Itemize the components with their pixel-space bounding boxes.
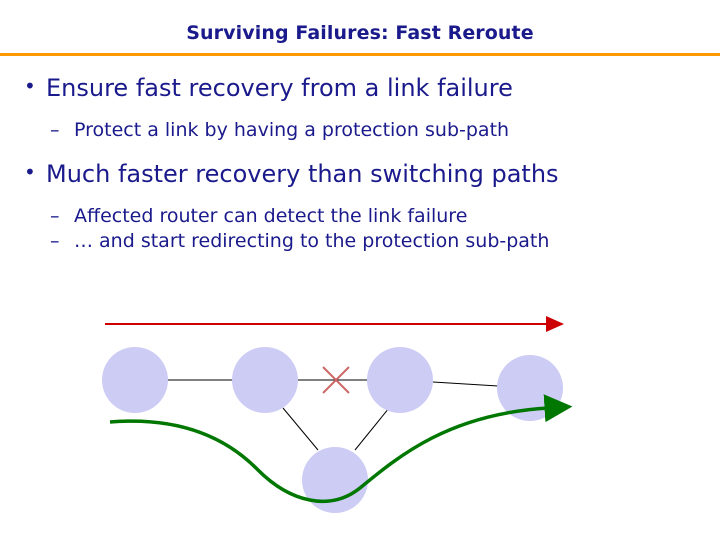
router-node-2: [232, 347, 298, 413]
fast-reroute-diagram: [0, 290, 720, 540]
bullet-item-2: – Protect a link by having a protection …: [0, 119, 720, 143]
protection-path-arrow: [109, 394, 573, 503]
router-node-3: [367, 347, 433, 413]
bullet-item-4: – Affected router can detect the link fa…: [0, 205, 720, 229]
bullet-list: • Ensure fast recovery from a link failu…: [0, 74, 720, 255]
bullet-item-1: • Ensure fast recovery from a link failu…: [0, 74, 720, 103]
router-links: [168, 379, 499, 451]
bullet-marker: –: [50, 230, 60, 253]
bullet-marker: •: [24, 160, 36, 185]
bullet-text: Protect a link by having a protection su…: [74, 119, 510, 142]
router-nodes: [102, 347, 563, 513]
router-node-5: [302, 447, 368, 513]
bullet-item-3: • Much faster recovery than switching pa…: [0, 160, 720, 189]
bullet-marker: –: [50, 119, 60, 142]
bullet-marker: –: [50, 205, 60, 228]
bullet-marker: •: [24, 74, 36, 98]
page-title: Surviving Failures: Fast Reroute: [186, 22, 534, 44]
bullet-item-5: – … and start redirecting to the protect…: [0, 230, 720, 254]
router-node-1: [102, 347, 168, 413]
bullet-text: Affected router can detect the link fail…: [74, 205, 468, 228]
title-divider: [0, 53, 720, 56]
bullet-text: Much faster recovery than switching path…: [46, 160, 559, 189]
bullet-text: Ensure fast recovery from a link failure: [46, 74, 513, 102]
link-failure-cross-icon: [322, 366, 350, 394]
bullet-text: … and start redirecting to the protectio…: [74, 230, 550, 253]
